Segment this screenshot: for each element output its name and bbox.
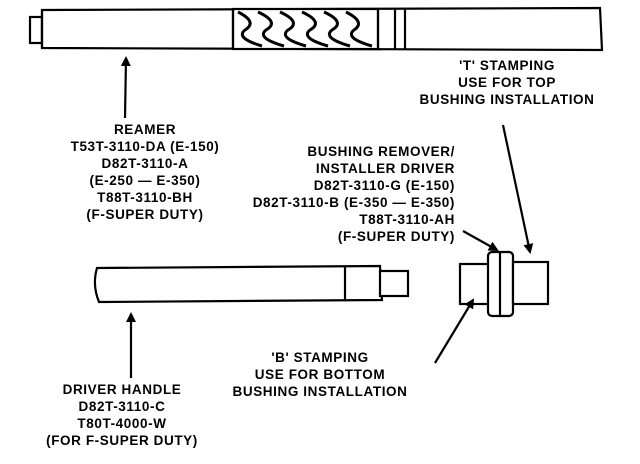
bushing-driver-title: BUSHING REMOVER/	[307, 144, 455, 159]
reamer-part-3-note: (F-SUPER DUTY)	[86, 207, 204, 222]
driver-handle-part-2: T80T-4000-W	[77, 416, 167, 431]
driver-handle-part-1: D82T-3110-C	[78, 399, 166, 414]
bushing-driver-title-2: INSTALLER DRIVER	[315, 161, 455, 176]
leader-arrows	[120, 56, 534, 378]
bushing-driver-part-1: D82T-3110-G (E-150)	[313, 178, 455, 193]
driver-handle-part-2-note: (FOR F-SUPER DUTY)	[46, 433, 198, 448]
b-stamping-line-2: USE FOR BOTTOM	[254, 367, 386, 382]
reamer-part-2: D82T-3110-A	[101, 156, 189, 171]
t-stamping-title: 'T' STAMPING	[459, 58, 555, 73]
t-stamping-line-3: BUSHING INSTALLATION	[419, 92, 595, 107]
bushing-driver-tool	[458, 250, 550, 318]
bushing-driver-part-3: T88T-3110-AH	[359, 212, 455, 227]
b-stamping-line-3: BUSHING INSTALLATION	[232, 384, 408, 399]
reamer-part-3: T88T-3110-BH	[97, 190, 193, 205]
reamer-label: REAMER T53T-3110-DA (E-150) D82T-3110-A …	[55, 121, 235, 223]
reamer-part-1: T53T-3110-DA (E-150)	[70, 139, 220, 154]
driver-handle-tool	[93, 264, 410, 304]
reamer-title: REAMER	[113, 122, 177, 137]
bushing-driver-part-3-note: (F-SUPER DUTY)	[337, 229, 455, 244]
b-stamping-label: 'B' STAMPING USE FOR BOTTOM BUSHING INST…	[200, 349, 440, 400]
t-stamping-label: 'T' STAMPING USE FOR TOP BUSHING INSTALL…	[392, 57, 622, 108]
driver-handle-label: DRIVER HANDLE D82T-3110-C T80T-4000-W (F…	[22, 381, 222, 449]
t-stamping-line-2: USE FOR TOP	[458, 75, 556, 90]
reamer-tool	[28, 6, 604, 52]
driver-handle-title: DRIVER HANDLE	[62, 382, 182, 397]
bushing-driver-label: BUSHING REMOVER/ INSTALLER DRIVER D82T-3…	[195, 143, 455, 245]
b-stamping-title: 'B' STAMPING	[271, 350, 369, 365]
reamer-part-2-note: (E-250 — E-350)	[89, 173, 201, 188]
bushing-driver-part-2: D82T-3110-B (E-350 — E-350)	[252, 195, 455, 210]
